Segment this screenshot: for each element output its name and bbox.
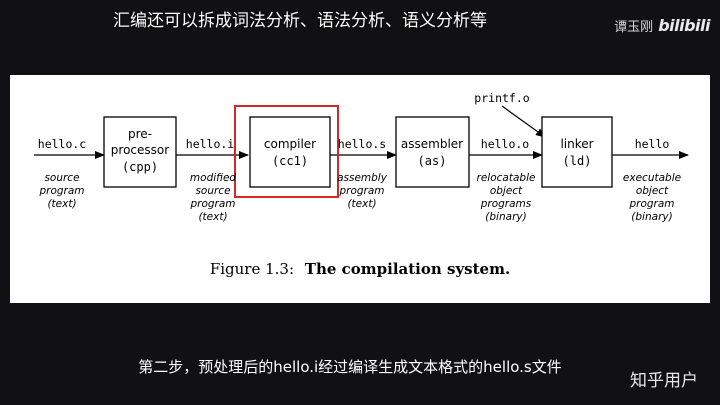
assembly-desc-1: assembly: [337, 172, 388, 184]
figure-number: Figure 1.3:: [210, 260, 294, 278]
zhihu-watermark: 知乎用户: [630, 371, 698, 391]
source-desc-3: (text): [47, 198, 76, 210]
preprocessed-desc-2: source: [195, 185, 230, 197]
preprocessor-tool: (cpp): [122, 160, 158, 174]
figure-title: The compilation system.: [305, 260, 510, 278]
compiler-box: [249, 116, 331, 188]
compiler-highlight: [234, 105, 339, 198]
preprocessed-desc-1: modified: [190, 172, 236, 184]
bottom-subtitle: 第二步，预处理后的hello.i经过编译生成文本格式的hello.s文件: [138, 358, 562, 376]
assembler-label: assembler: [401, 137, 463, 151]
file-hello: hello: [635, 137, 670, 151]
object-desc-1: relocatable: [477, 172, 536, 184]
arrow-library: [501, 105, 546, 138]
source-desc-2: program: [38, 185, 84, 197]
output-desc-2: object: [636, 185, 669, 197]
output-desc-1: executable: [623, 172, 681, 184]
file-printf-o: printf.o: [474, 91, 529, 105]
linker-box: [541, 116, 613, 188]
assembly-desc-2: program: [338, 185, 384, 197]
output-desc-4: (binary): [631, 211, 672, 223]
linker-label: linker: [560, 137, 593, 151]
object-desc-4: (binary): [485, 211, 526, 223]
object-desc-2: object: [490, 185, 523, 197]
top-subtitle: 汇编还可以拆成词法分析、语法分析、语义分析等: [113, 11, 487, 31]
assembler-box: [395, 116, 470, 188]
output-desc-3: program: [628, 198, 674, 210]
file-hello-s: hello.s: [338, 137, 386, 151]
slide: pre- processor compiler assembler linker…: [10, 75, 710, 303]
author-name: 谭玉刚: [614, 20, 654, 35]
watermark: 谭玉刚 bilibili: [614, 16, 710, 35]
preprocessor-label-2: processor: [111, 143, 169, 157]
file-hello-o: hello.o: [481, 137, 530, 151]
assembler-tool: (as): [418, 154, 447, 168]
file-hello-i: hello.i: [186, 137, 235, 151]
figure-caption: Figure 1.3: The compilation system.: [210, 260, 510, 278]
assembly-desc-3: (text): [347, 198, 376, 210]
linker-tool: (ld): [563, 154, 592, 168]
file-hello-c: hello.c: [38, 137, 86, 151]
compiler-tool: (cc1): [272, 154, 308, 168]
object-desc-3: programs: [480, 198, 532, 210]
preprocessor-label-1: pre-: [128, 127, 152, 141]
preprocessor-box: [103, 116, 177, 188]
preprocessed-desc-4: (text): [198, 211, 227, 223]
compilation-diagram: pre- processor compiler assembler linker…: [34, 91, 689, 278]
compiler-label: compiler: [264, 137, 316, 151]
source-desc-1: source: [44, 172, 79, 184]
bilibili-logo: bilibili: [658, 16, 710, 35]
preprocessed-desc-3: program: [189, 198, 235, 210]
